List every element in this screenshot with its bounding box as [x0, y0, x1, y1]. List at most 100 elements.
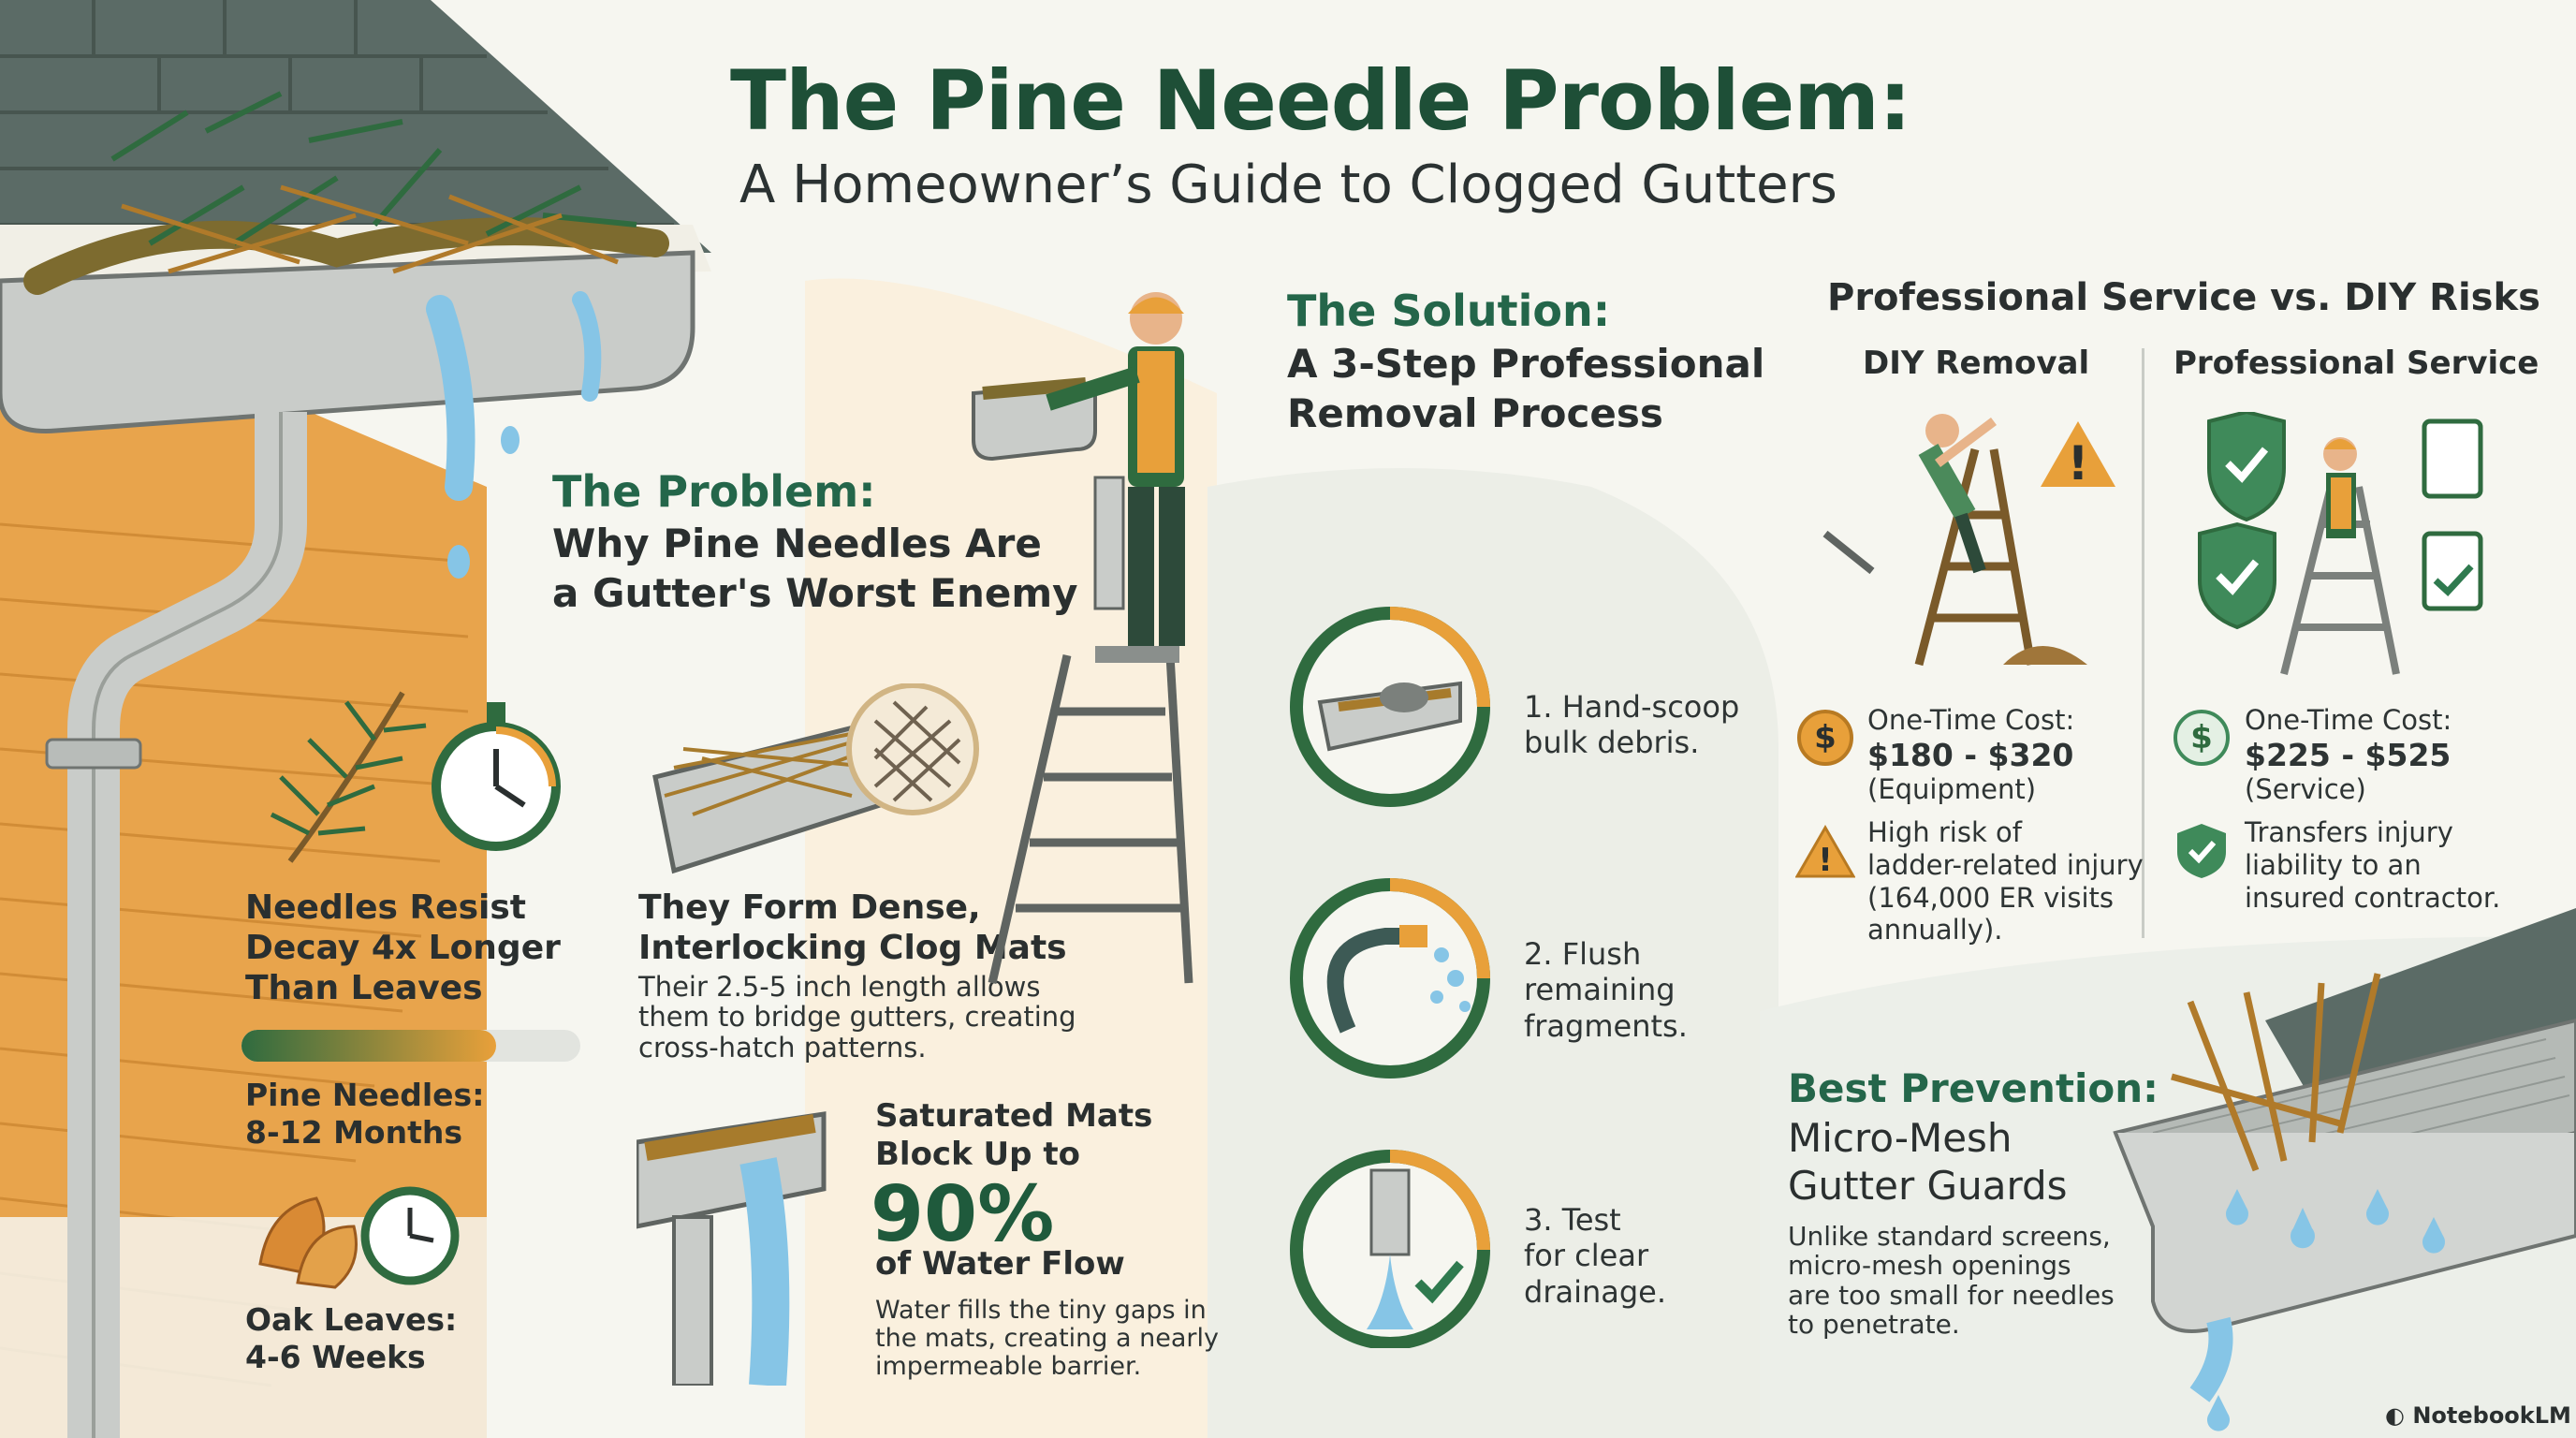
oak-leaves-clock-icon: [258, 1186, 460, 1289]
diy-ladder-fall-icon: !: [1822, 414, 2115, 667]
mats-body-line: Their 2.5-5 inch length allows: [638, 971, 1041, 1003]
mats-body: Their 2.5-5 inch length allows them to b…: [638, 971, 1076, 1064]
svg-text:!: !: [2068, 436, 2089, 491]
solution-subheading: A 3-Step Professional Removal Process: [1287, 340, 1764, 438]
step-3: 3. Test for clear drainage.: [1524, 1202, 1666, 1310]
flow-body-line: impermeable barrier.: [875, 1352, 1142, 1382]
problem-heading: The Problem:: [552, 466, 876, 517]
page-title: The Pine Needle Problem:: [730, 52, 1911, 149]
step-line: for clear: [1524, 1238, 1649, 1274]
pine-decay-label: Pine Needles:: [245, 1077, 485, 1113]
pro-benefit-line: Transfers injury: [2245, 816, 2453, 848]
comparison-heading: Professional Service vs. DIY Risks: [1827, 276, 2540, 319]
pro-cost-note: (Service): [2245, 773, 2366, 806]
dollar-icon: $: [2174, 710, 2230, 766]
brand-name: NotebookLM: [2412, 1402, 2571, 1429]
diy-cost: One-Time Cost: $180 - $320 (Equipment): [1867, 704, 2074, 806]
decay-title: Needles Resist Decay 4x Longer Than Leav…: [245, 888, 561, 1009]
prevention-body-line: are too small for needles: [1788, 1279, 2115, 1311]
diy-risk-line: annually).: [1867, 914, 2003, 946]
page-subtitle: A Homeowner’s Guide to Clogged Gutters: [739, 154, 1837, 215]
pine-branch-stopwatch-icon: [270, 691, 561, 863]
mats-title: They Form Dense, Interlocking Clog Mats: [638, 888, 1067, 968]
prevention-body-line: Unlike standard screens,: [1788, 1221, 2111, 1252]
mats-body-line: cross-hatch patterns.: [638, 1031, 927, 1064]
decay-title-line: Than Leaves: [245, 969, 483, 1008]
decay-title-line: Needles Resist: [245, 888, 526, 927]
flow-body-line: the mats, creating a nearly: [875, 1324, 1219, 1354]
clogged-gutter: [0, 91, 695, 1438]
clog-mat-gutter-icon: [652, 683, 979, 874]
pro-cost-label: One-Time Cost:: [2245, 704, 2452, 736]
blocked-water-gutter-icon: [637, 1111, 827, 1386]
step-title: 2. Flush: [1524, 936, 1642, 972]
step-1: 1. Hand-scoop bulk debris.: [1524, 689, 1739, 761]
diy-cost-value: $180 - $320: [1867, 736, 2074, 773]
prevention-body: Unlike standard screens, micro-mesh open…: [1788, 1221, 2115, 1341]
diy-cost-label: One-Time Cost:: [1867, 704, 2075, 736]
flow-title-line: Block Up to: [875, 1135, 1080, 1173]
flow-percent: 90%: [871, 1170, 1055, 1259]
flow-body: Water fills the tiny gaps in the mats, c…: [875, 1296, 1219, 1382]
hose-flush-icon: [1290, 878, 1490, 1078]
diy-risk-line: ladder-related injury: [1867, 848, 2144, 881]
flow-title-line3: of Water Flow: [875, 1245, 1125, 1283]
diy-cost-note: (Equipment): [1867, 773, 2037, 806]
oak-decay: Oak Leaves: 4-6 Weeks: [245, 1301, 457, 1375]
step-title: 3. Test: [1524, 1202, 1621, 1238]
prevention-subheading: Micro-Mesh Gutter Guards: [1788, 1114, 2068, 1210]
flow-body-line: Water fills the tiny gaps in: [875, 1296, 1207, 1325]
problem-subheading-line: a Gutter's Worst Enemy: [552, 569, 1078, 616]
oak-decay-label: Oak Leaves:: [245, 1301, 458, 1338]
pine-decay: Pine Needles: 8-12 Months: [245, 1077, 484, 1151]
svg-text:!: !: [1818, 842, 1833, 879]
brand-footer: ◐ NotebookLM: [2385, 1402, 2571, 1429]
pine-decay-value: 8-12 Months: [245, 1113, 462, 1151]
warning-icon: !: [1795, 824, 1855, 879]
flow-title: Saturated Mats Block Up to: [875, 1097, 1152, 1174]
problem-subheading-line: Why Pine Needles Are: [552, 521, 1042, 566]
hand-scoop-icon: [1290, 607, 1490, 807]
diy-label: DIY Removal: [1863, 345, 2090, 382]
prevention-body-line: micro-mesh openings: [1788, 1250, 2071, 1282]
pro-cost: One-Time Cost: $225 - $525 (Service): [2245, 704, 2452, 806]
pro-benefit-line: insured contractor.: [2245, 881, 2501, 914]
drainage-check-icon: [1290, 1150, 1490, 1348]
prevention-heading: Best Prevention:: [1788, 1065, 2159, 1111]
step-line: bulk debris.: [1524, 725, 1700, 761]
solution-subheading-line: Removal Process: [1287, 389, 1663, 436]
decay-title-line: Decay 4x Longer: [245, 929, 561, 968]
pro-ladder-safe-icon: [2198, 412, 2483, 675]
problem-subheading: Why Pine Needles Are a Gutter's Worst En…: [552, 520, 1077, 618]
pro-benefit-line: liability to an: [2245, 848, 2422, 881]
step-line: drainage.: [1524, 1273, 1667, 1310]
diy-risk-line: High risk of: [1867, 816, 2022, 848]
prevention-subheading-line: Gutter Guards: [1788, 1163, 2068, 1210]
solution-heading: The Solution:: [1287, 286, 1611, 336]
decay-bar-fill: [242, 1030, 496, 1062]
prevention-body-line: to penetrate.: [1788, 1309, 1960, 1341]
shield-check-icon: [2177, 824, 2226, 878]
step-line: remaining: [1524, 972, 1676, 1008]
pro-benefit: Transfers injury liability to an insured…: [2245, 816, 2500, 914]
worker-on-ladder-illustration: [972, 292, 1193, 985]
dollar-icon: $: [1797, 710, 1853, 766]
notebooklm-logo-icon: ◐: [2385, 1402, 2405, 1429]
solution-subheading-line: A 3-Step Professional: [1287, 341, 1765, 387]
step-line: fragments.: [1524, 1007, 1688, 1044]
diy-risk: High risk of ladder-related injury (164,…: [1867, 816, 2144, 946]
flow-title-line: Saturated Mats: [875, 1097, 1153, 1135]
mats-title-line: They Form Dense,: [638, 888, 981, 927]
step-2: 2. Flush remaining fragments.: [1524, 936, 1688, 1044]
prevention-subheading-line: Micro-Mesh: [1788, 1115, 2012, 1161]
pro-cost-value: $225 - $525: [2245, 736, 2452, 773]
diy-risk-line: (164,000 ER visits: [1867, 881, 2115, 914]
step-title: 1. Hand-scoop: [1524, 689, 1740, 725]
solution-steps-icons: [1290, 607, 1490, 1348]
oak-decay-value: 4-6 Weeks: [245, 1338, 426, 1375]
comparison-divider: [2142, 348, 2144, 938]
pro-label: Professional Service: [2174, 345, 2539, 382]
micro-mesh-gutter-guard-illustration: [2113, 908, 2576, 1431]
mats-body-line: them to bridge gutters, creating: [638, 1001, 1076, 1034]
